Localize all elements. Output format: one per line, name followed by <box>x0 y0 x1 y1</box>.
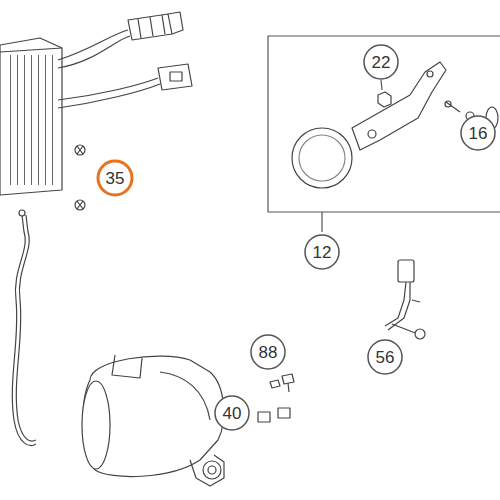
callout-number: 56 <box>376 349 395 366</box>
callout-number: 22 <box>372 54 391 71</box>
callout-number: 12 <box>313 244 332 261</box>
callout-number: 16 <box>469 125 488 142</box>
callout-number: 88 <box>259 344 278 361</box>
callout-number: 40 <box>223 405 242 422</box>
callout-number: 35 <box>106 170 125 187</box>
